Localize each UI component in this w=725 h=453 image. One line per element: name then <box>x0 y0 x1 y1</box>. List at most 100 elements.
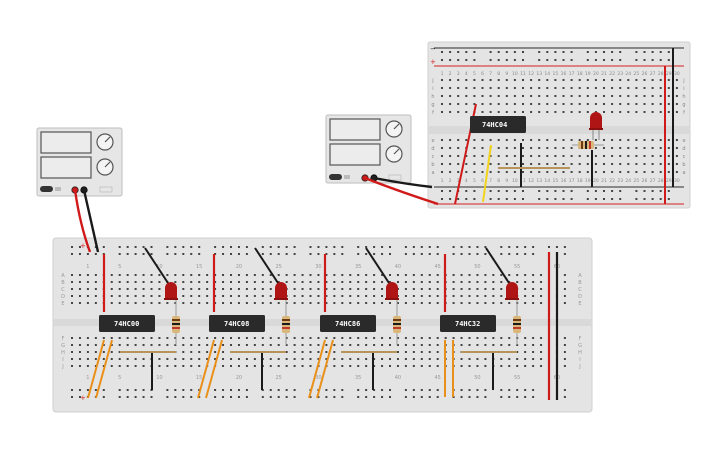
hole[interactable] <box>341 365 344 367</box>
hole[interactable] <box>325 389 328 391</box>
hole[interactable] <box>538 51 541 53</box>
hole[interactable] <box>301 337 304 339</box>
hole[interactable] <box>500 302 503 304</box>
hole[interactable] <box>532 295 535 297</box>
hole[interactable] <box>78 351 81 353</box>
hole[interactable] <box>538 139 541 141</box>
hole[interactable] <box>481 171 484 173</box>
hole[interactable] <box>489 103 492 105</box>
hole[interactable] <box>174 281 177 283</box>
hole[interactable] <box>441 87 443 89</box>
hole[interactable] <box>71 288 73 290</box>
hole[interactable] <box>222 389 225 391</box>
hole[interactable] <box>214 295 217 297</box>
hole[interactable] <box>134 288 137 290</box>
hole[interactable] <box>468 253 471 255</box>
hole[interactable] <box>473 51 476 53</box>
hole[interactable] <box>457 139 460 141</box>
hole[interactable] <box>94 337 97 339</box>
hole[interactable] <box>214 302 217 304</box>
hole[interactable] <box>214 246 217 248</box>
hole[interactable] <box>619 139 622 141</box>
hole[interactable] <box>420 389 423 391</box>
hole[interactable] <box>142 396 145 398</box>
hole[interactable] <box>594 171 597 173</box>
hole[interactable] <box>524 365 527 367</box>
hole[interactable] <box>269 344 272 346</box>
hole[interactable] <box>317 358 320 360</box>
hole[interactable] <box>563 274 566 276</box>
hole[interactable] <box>222 246 225 248</box>
hole[interactable] <box>619 87 622 89</box>
hole[interactable] <box>182 344 185 346</box>
hole[interactable] <box>190 351 193 353</box>
hole[interactable] <box>182 358 185 360</box>
hole[interactable] <box>428 295 431 297</box>
hole[interactable] <box>570 87 573 89</box>
hole[interactable] <box>245 302 248 304</box>
hole[interactable] <box>150 274 153 276</box>
hole[interactable] <box>524 253 527 255</box>
hole[interactable] <box>309 337 312 339</box>
hole[interactable] <box>420 295 423 297</box>
hole[interactable] <box>269 365 272 367</box>
hole[interactable] <box>198 358 201 360</box>
hole[interactable] <box>118 351 121 353</box>
hole[interactable] <box>341 396 344 398</box>
hole[interactable] <box>578 155 581 157</box>
hole[interactable] <box>476 389 479 391</box>
hole[interactable] <box>420 344 423 346</box>
hole[interactable] <box>554 87 557 89</box>
hole[interactable] <box>245 396 248 398</box>
hole[interactable] <box>563 288 566 290</box>
hole[interactable] <box>540 344 543 346</box>
hole[interactable] <box>245 253 248 255</box>
led-74hc86[interactable] <box>385 282 399 300</box>
hole[interactable] <box>86 389 89 391</box>
hole[interactable] <box>460 358 463 360</box>
hole[interactable] <box>651 95 654 97</box>
hole[interactable] <box>333 351 336 353</box>
hole[interactable] <box>78 389 81 391</box>
hole[interactable] <box>532 281 535 283</box>
hole[interactable] <box>457 198 460 200</box>
hole[interactable] <box>481 95 484 97</box>
hole[interactable] <box>460 274 463 276</box>
hole[interactable] <box>538 111 541 113</box>
hole[interactable] <box>428 337 431 339</box>
hole[interactable] <box>269 302 272 304</box>
hole[interactable] <box>476 358 479 360</box>
hole[interactable] <box>505 139 508 141</box>
hole[interactable] <box>150 337 153 339</box>
hole[interactable] <box>473 147 476 149</box>
wire-led-black-74hc08[interactable] <box>254 247 279 284</box>
hole[interactable] <box>253 274 256 276</box>
hole[interactable] <box>452 302 455 304</box>
hole[interactable] <box>675 103 678 105</box>
hole[interactable] <box>473 87 476 89</box>
hole[interactable] <box>489 51 492 53</box>
hole[interactable] <box>428 396 431 398</box>
hole[interactable] <box>396 358 399 360</box>
hole[interactable] <box>460 337 463 339</box>
hole[interactable] <box>190 253 193 255</box>
hole[interactable] <box>436 295 439 297</box>
hole[interactable] <box>586 171 589 173</box>
hole[interactable] <box>333 302 336 304</box>
hole[interactable] <box>245 344 248 346</box>
hole[interactable] <box>381 253 384 255</box>
hole[interactable] <box>190 365 193 367</box>
hole[interactable] <box>611 79 614 81</box>
hole[interactable] <box>441 111 443 113</box>
hole[interactable] <box>643 198 646 200</box>
hole[interactable] <box>222 337 225 339</box>
hole[interactable] <box>190 274 193 276</box>
hole[interactable] <box>126 302 129 304</box>
wire-input-a-74hc08[interactable] <box>197 339 215 399</box>
hole[interactable] <box>261 337 264 339</box>
hole[interactable] <box>530 147 533 149</box>
hole[interactable] <box>611 95 614 97</box>
hole[interactable] <box>508 302 511 304</box>
hole[interactable] <box>222 365 225 367</box>
hole[interactable] <box>492 295 495 297</box>
